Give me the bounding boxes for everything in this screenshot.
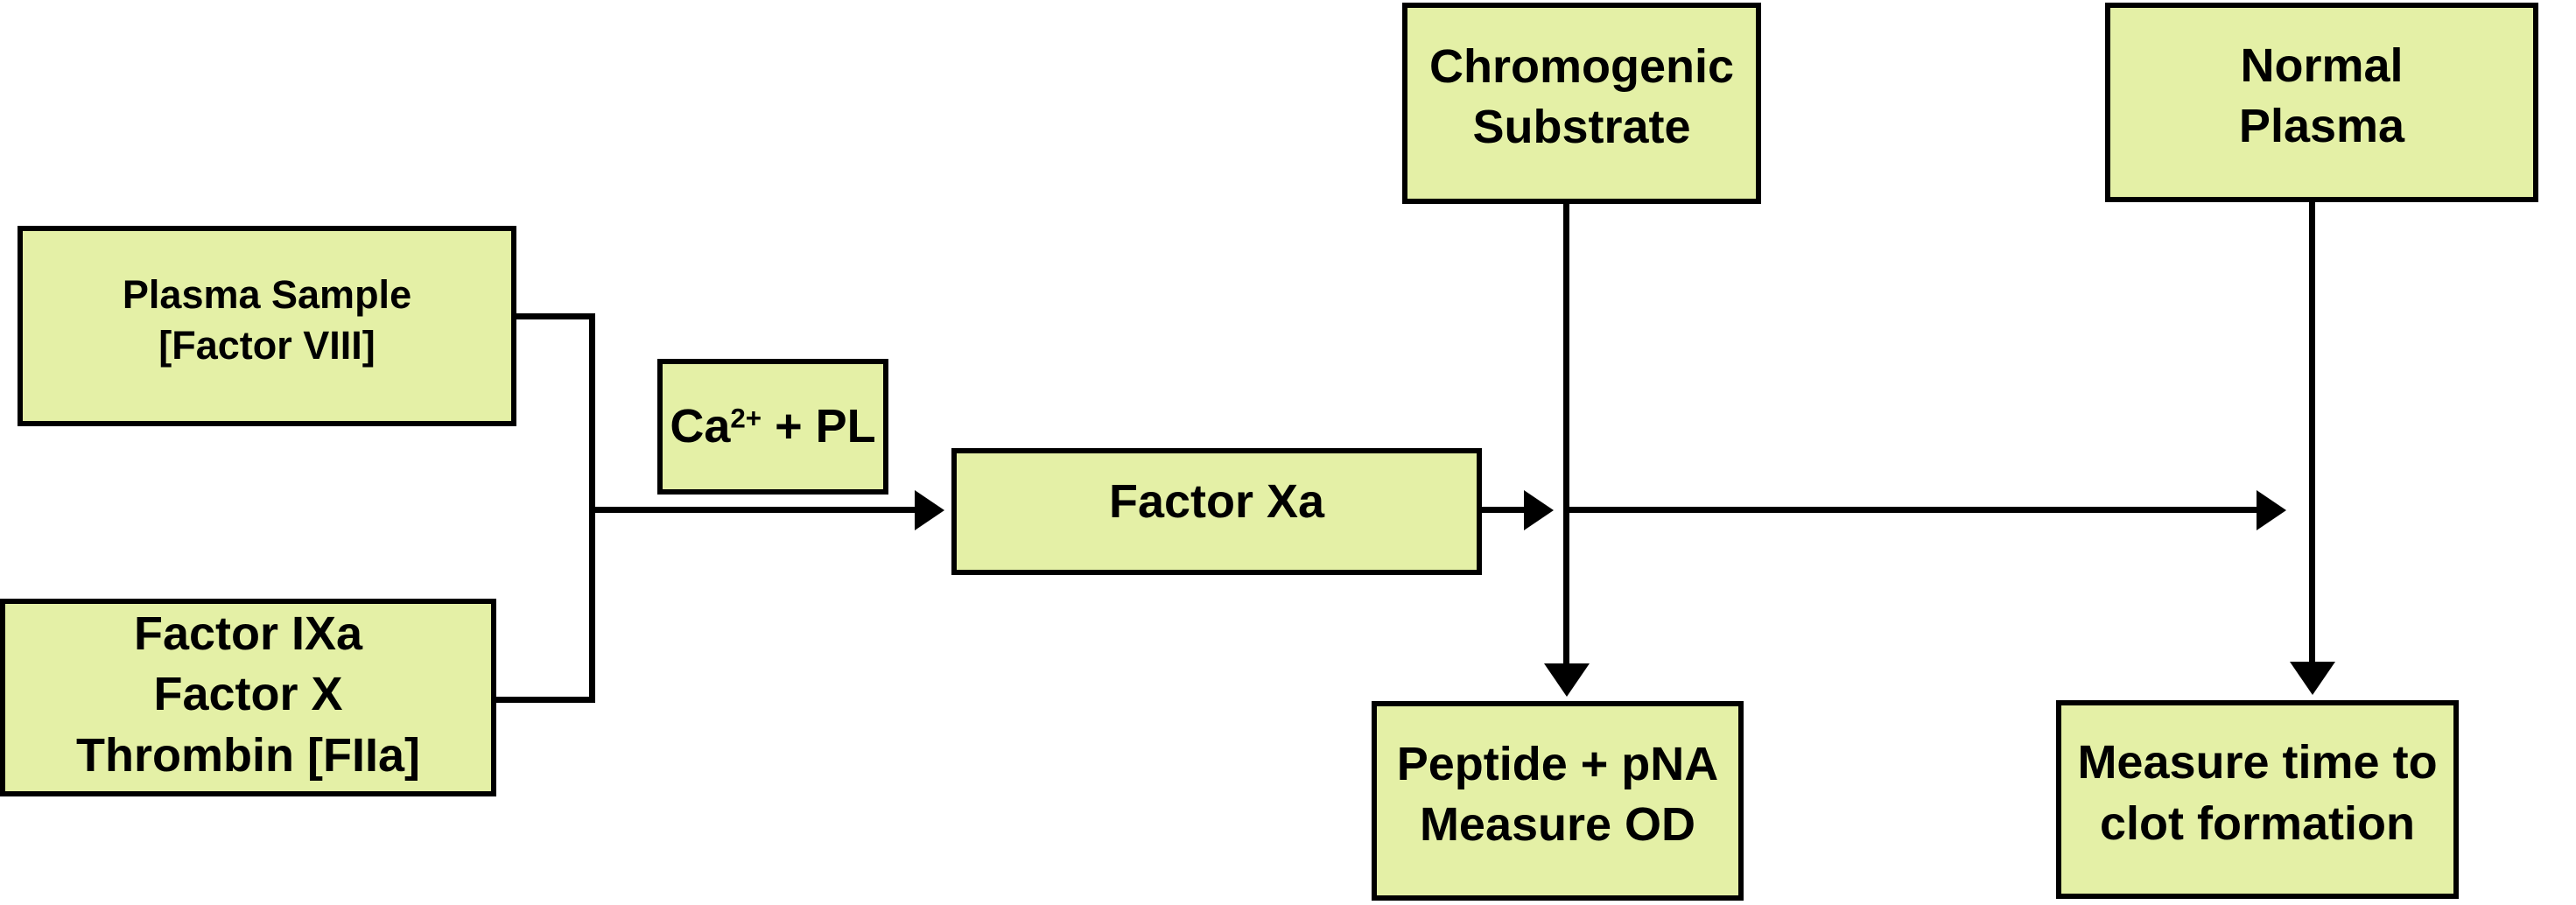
box-label-line: Chromogenic: [1428, 39, 1735, 93]
peptide-pna-box: Peptide + pNA Measure OD: [1372, 701, 1744, 901]
box-label-line: Peptide + pNA: [1396, 737, 1719, 790]
measure-time-box: Measure time to clot formation: [2056, 700, 2459, 899]
arrow-right-head-icon: [915, 490, 944, 530]
plasma-sample-connector-line: [516, 313, 595, 319]
box-label-line: Factor Xa: [1108, 474, 1325, 528]
ca-base: Ca: [670, 399, 731, 452]
box-label-line: Measure OD: [1419, 798, 1696, 851]
normal-plasma-vertical-line: [2309, 202, 2315, 663]
ca-superscript: 2+: [730, 403, 762, 434]
factor-mix-connector-line: [496, 697, 593, 703]
factor-xa-out-line: [1482, 507, 1524, 513]
box-label-line: clot formation: [2100, 796, 2415, 850]
box-label-line: [Factor VIII]: [158, 322, 376, 368]
factor-mix-box: Factor IXa Factor X Thrombin [FIIa]: [0, 599, 496, 796]
ca-rest: + PL: [762, 399, 876, 452]
normal-plasma-box: Normal Plasma: [2105, 3, 2538, 202]
arrow-right-head-icon: [1524, 490, 1554, 530]
ca-pl-box: Ca2+ + PL: [657, 359, 888, 495]
box-label-line: Measure time to: [2077, 736, 2438, 789]
box-label-line: Plasma Sample: [122, 271, 412, 317]
arrow-right-head-icon: [2257, 490, 2286, 530]
box-label-line: Factor X: [153, 668, 343, 721]
factor-xa-box: Factor Xa: [951, 448, 1482, 575]
box-label-line: Plasma: [2238, 100, 2405, 152]
plasma-sample-box: Plasma Sample [Factor VIII]: [18, 226, 516, 426]
box-label-line: Ca2+ + PL: [670, 396, 875, 457]
box-label-line: Substrate: [1472, 101, 1691, 153]
chromogenic-vertical-line: [1563, 204, 1569, 665]
box-label-line: Thrombin [FIIa]: [76, 728, 420, 782]
chromogenic-substrate-box: Chromogenic Substrate: [1402, 3, 1761, 204]
main-flow-line: [589, 507, 915, 513]
arrow-down-head-icon: [1544, 663, 1590, 697]
box-label-line: Factor IXa: [133, 607, 363, 661]
arrow-down-head-icon: [2290, 662, 2335, 695]
box-label-line: Normal: [2240, 39, 2404, 92]
clotting-branch-line: [1569, 507, 2257, 513]
